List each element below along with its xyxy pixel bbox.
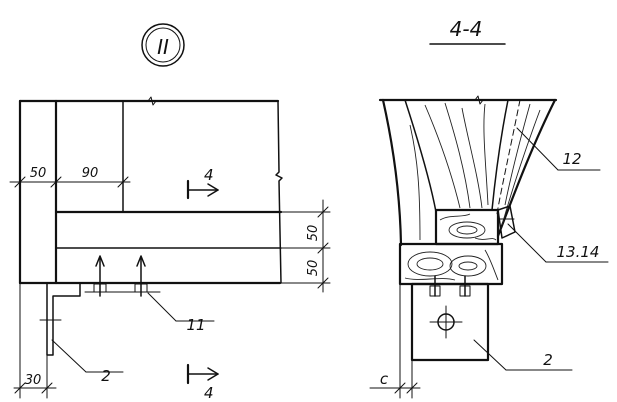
leader-12 — [516, 127, 559, 171]
leader-11 — [147, 292, 177, 322]
break-mark-top — [147, 96, 157, 106]
leader-2-left — [51, 339, 87, 373]
dim-50-right-bottom: 50 — [306, 260, 321, 277]
section-mark-top: 4 — [186, 166, 219, 200]
title-circle-outer — [141, 23, 185, 67]
rafter-outer-right — [496, 98, 557, 238]
dim-90: 90 — [82, 166, 99, 181]
dim-50-right-top: 50 — [306, 225, 321, 242]
steel-plate — [410, 282, 490, 362]
lower-beam — [398, 242, 504, 286]
rafter-outer-left — [381, 98, 403, 247]
upper-block-grain — [439, 213, 497, 241]
rafter-inner-right — [491, 99, 509, 211]
view-title-4-4: 4-4 — [450, 17, 483, 41]
leader-2-right — [473, 339, 507, 371]
leader-13-14 — [507, 223, 547, 263]
grain-1 — [424, 104, 461, 209]
callout-11: 11 — [186, 316, 205, 334]
callout-2-left: 2 — [101, 367, 111, 385]
fastener-plate — [497, 205, 516, 239]
view-4-4: 4-4 — [369, 17, 609, 399]
angle-bracket — [46, 282, 81, 356]
bolt-right — [134, 255, 148, 297]
section-mark-bottom-label: 4 — [204, 384, 214, 402]
callout-13-14: 13.14 — [557, 243, 600, 261]
break-line-right — [275, 100, 283, 284]
dim-30: 30 — [25, 373, 42, 388]
callout-12: 12 — [562, 150, 581, 168]
section-mark-bottom: 4 — [186, 363, 219, 402]
view-title-ii: II — [157, 35, 169, 59]
section-mark-top-label: 4 — [204, 166, 214, 184]
section-break-mark — [474, 95, 484, 105]
dim-50-top: 50 — [30, 166, 47, 181]
dim-c: c — [380, 370, 389, 388]
callout-2-right: 2 — [543, 351, 553, 369]
bolt-left — [93, 255, 107, 297]
rafter-inner-left — [404, 99, 437, 213]
lower-beam-grain — [404, 249, 499, 281]
view-ii: II 4 — [9, 23, 331, 402]
title-circle-inner — [145, 27, 181, 63]
rafter-hidden-line — [496, 99, 521, 215]
